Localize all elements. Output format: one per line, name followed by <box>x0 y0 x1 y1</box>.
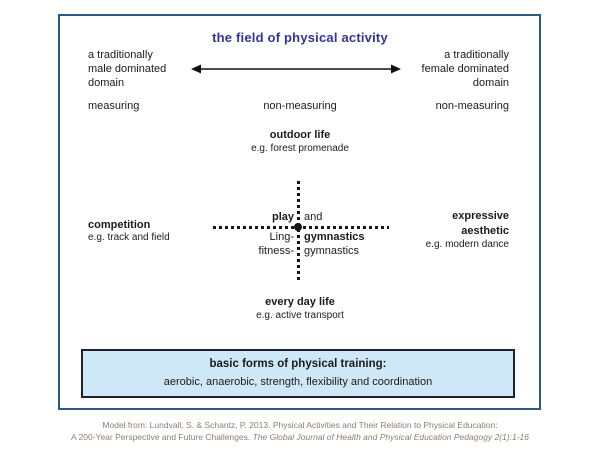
and-label: and <box>304 211 323 223</box>
vertical-dotted-axis <box>297 181 300 282</box>
citation-line2-prefix: A 200-Year Perspective and Future Challe… <box>70 432 253 442</box>
training-box-items: aerobic, anaerobic, strength, flexibilit… <box>163 376 433 388</box>
expressive-aesthetic-example: e.g. modern dance <box>425 239 509 250</box>
measuring-label: measuring <box>88 100 140 112</box>
competition-label: competition <box>88 219 151 231</box>
outdoor-life-example: e.g. forest promenade <box>251 143 349 154</box>
everyday-life-example: e.g. active transport <box>256 310 344 321</box>
fitness-gymnastics-label: gymnastics <box>304 245 360 257</box>
citation-journal: The Global Journal of Health and Physica… <box>252 432 530 442</box>
citation-line1: Model from: Lundvall, S. & Schantz, P. 2… <box>102 420 498 430</box>
everyday-life-label: every day life <box>265 296 335 308</box>
expressive-aesthetic-label: expressive aesthetic <box>452 210 509 237</box>
outdoor-life-label: outdoor life <box>269 129 331 141</box>
play-label: play <box>271 211 294 223</box>
training-box-title: basic forms of physical training: <box>209 358 387 370</box>
female-domain-label: a traditionally female dominated domain <box>421 49 509 89</box>
ling-gymnastics-label: gymnastics <box>304 231 365 243</box>
citation-line2: A 200-Year Perspective and Future Challe… <box>0 432 600 443</box>
non-measuring-right-label: non-measuring <box>435 100 509 112</box>
ling-label: Ling- <box>269 231 294 243</box>
double-arrow-icon <box>191 64 401 74</box>
training-box: basic forms of physical training: aerobi… <box>81 349 515 398</box>
competition-example: e.g. track and field <box>88 232 170 243</box>
axis-center-dot <box>294 223 302 231</box>
diagram-title: the field of physical activity <box>212 30 388 45</box>
male-domain-label: a traditionally male dominated domain <box>88 49 167 89</box>
fitness-label: fitness- <box>258 245 294 257</box>
non-measuring-center-label: non-measuring <box>263 100 337 112</box>
